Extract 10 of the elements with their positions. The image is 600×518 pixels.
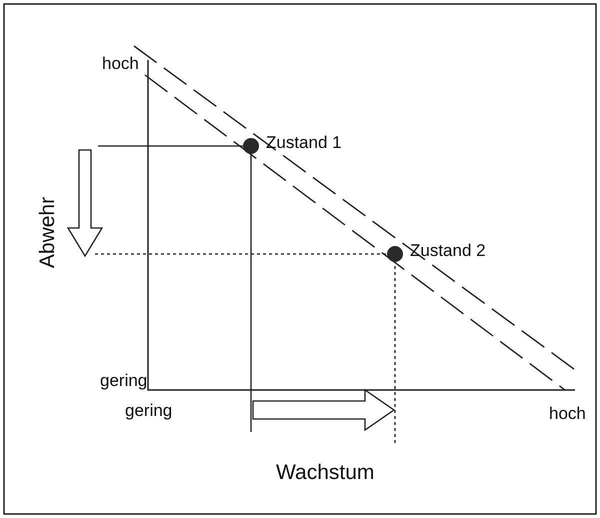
point-label: Zustand 1: [266, 134, 342, 151]
axis-title: Abwehr: [37, 196, 58, 268]
point-label: Zustand 2: [410, 242, 486, 259]
axis-label: gering: [100, 372, 148, 389]
axis-label: gering: [125, 402, 172, 419]
axis-title: Wachstum: [276, 462, 374, 483]
axis-label: hoch: [102, 55, 139, 72]
state-point: [243, 138, 259, 154]
axis-label: hoch: [549, 405, 586, 422]
state-point: [387, 246, 403, 262]
